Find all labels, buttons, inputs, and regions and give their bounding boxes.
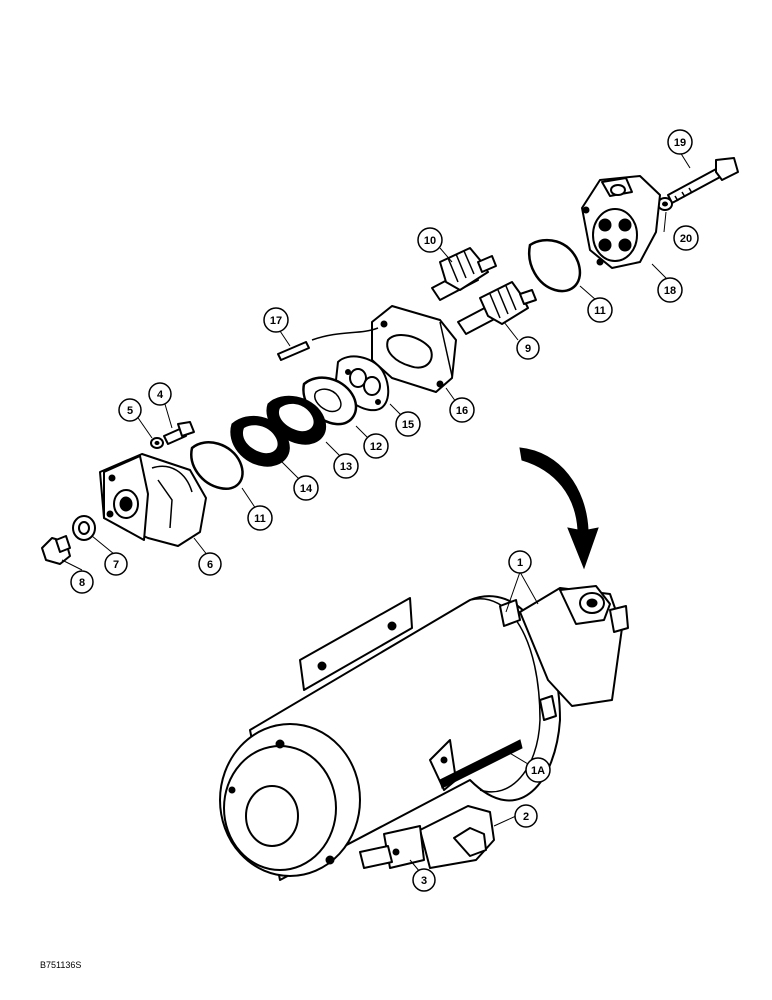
svg-text:18: 18 bbox=[664, 285, 676, 297]
callout-8: 8 bbox=[70, 570, 94, 594]
drive-gear-10 bbox=[431, 247, 497, 301]
svg-text:5: 5 bbox=[127, 405, 133, 417]
callout-4: 4 bbox=[148, 382, 172, 406]
callout-11-left: 11 bbox=[247, 505, 273, 531]
callout-9: 9 bbox=[516, 336, 540, 360]
svg-text:15: 15 bbox=[402, 419, 414, 431]
svg-text:11: 11 bbox=[254, 513, 266, 525]
bolt-19 bbox=[667, 157, 739, 204]
svg-text:3: 3 bbox=[421, 875, 427, 887]
callouts: 1 1A 2 3 4 5 6 7 8 9 10 11 11 12 13 14 1… bbox=[70, 129, 699, 892]
svg-text:11: 11 bbox=[594, 305, 606, 317]
callout-1: 1 bbox=[508, 550, 532, 574]
front-housing-6 bbox=[99, 453, 207, 547]
rear-cover-18 bbox=[581, 175, 661, 269]
callout-5: 5 bbox=[118, 398, 142, 422]
gasket-11-left bbox=[190, 441, 244, 491]
svg-text:7: 7 bbox=[113, 559, 119, 571]
fitting-8 bbox=[41, 535, 71, 565]
washer-5 bbox=[150, 437, 164, 449]
svg-text:14: 14 bbox=[300, 483, 313, 495]
svg-text:2: 2 bbox=[523, 811, 529, 823]
callout-11-right: 11 bbox=[587, 297, 613, 323]
svg-text:1A: 1A bbox=[531, 765, 545, 777]
callout-18: 18 bbox=[657, 277, 683, 303]
svg-text:20: 20 bbox=[680, 233, 692, 245]
reference-code: B751136S bbox=[40, 960, 82, 970]
seal-14 bbox=[230, 415, 290, 467]
svg-text:19: 19 bbox=[674, 137, 686, 149]
callout-10: 10 bbox=[417, 227, 443, 253]
washer-20 bbox=[657, 197, 673, 211]
svg-text:10: 10 bbox=[424, 235, 436, 247]
svg-text:12: 12 bbox=[370, 441, 382, 453]
svg-text:4: 4 bbox=[157, 389, 164, 401]
callout-6: 6 bbox=[198, 552, 222, 576]
callout-19: 19 bbox=[667, 129, 693, 155]
motor-pump-assembly bbox=[219, 585, 629, 881]
svg-text:13: 13 bbox=[340, 461, 352, 473]
capscrew-4 bbox=[163, 421, 195, 445]
gasket-11-right bbox=[527, 238, 581, 293]
svg-text:16: 16 bbox=[456, 405, 468, 417]
callout-12: 12 bbox=[363, 433, 389, 459]
callout-17: 17 bbox=[263, 307, 289, 333]
callout-7: 7 bbox=[104, 552, 128, 576]
callout-2: 2 bbox=[514, 804, 538, 828]
dowel-pin-17 bbox=[277, 327, 379, 361]
callout-16: 16 bbox=[449, 397, 475, 423]
svg-text:9: 9 bbox=[525, 343, 531, 355]
callout-1a: 1A bbox=[525, 757, 551, 783]
svg-text:6: 6 bbox=[207, 559, 213, 571]
callout-14: 14 bbox=[293, 475, 319, 501]
callout-15: 15 bbox=[395, 411, 421, 437]
svg-text:1: 1 bbox=[517, 557, 523, 569]
svg-text:8: 8 bbox=[79, 577, 85, 589]
callout-20: 20 bbox=[673, 225, 699, 251]
assembly-arrow bbox=[519, 447, 599, 570]
svg-text:17: 17 bbox=[270, 315, 282, 327]
nut-7 bbox=[72, 515, 96, 541]
callout-13: 13 bbox=[333, 453, 359, 479]
driven-gear-9 bbox=[457, 281, 537, 335]
callout-3: 3 bbox=[412, 868, 436, 892]
